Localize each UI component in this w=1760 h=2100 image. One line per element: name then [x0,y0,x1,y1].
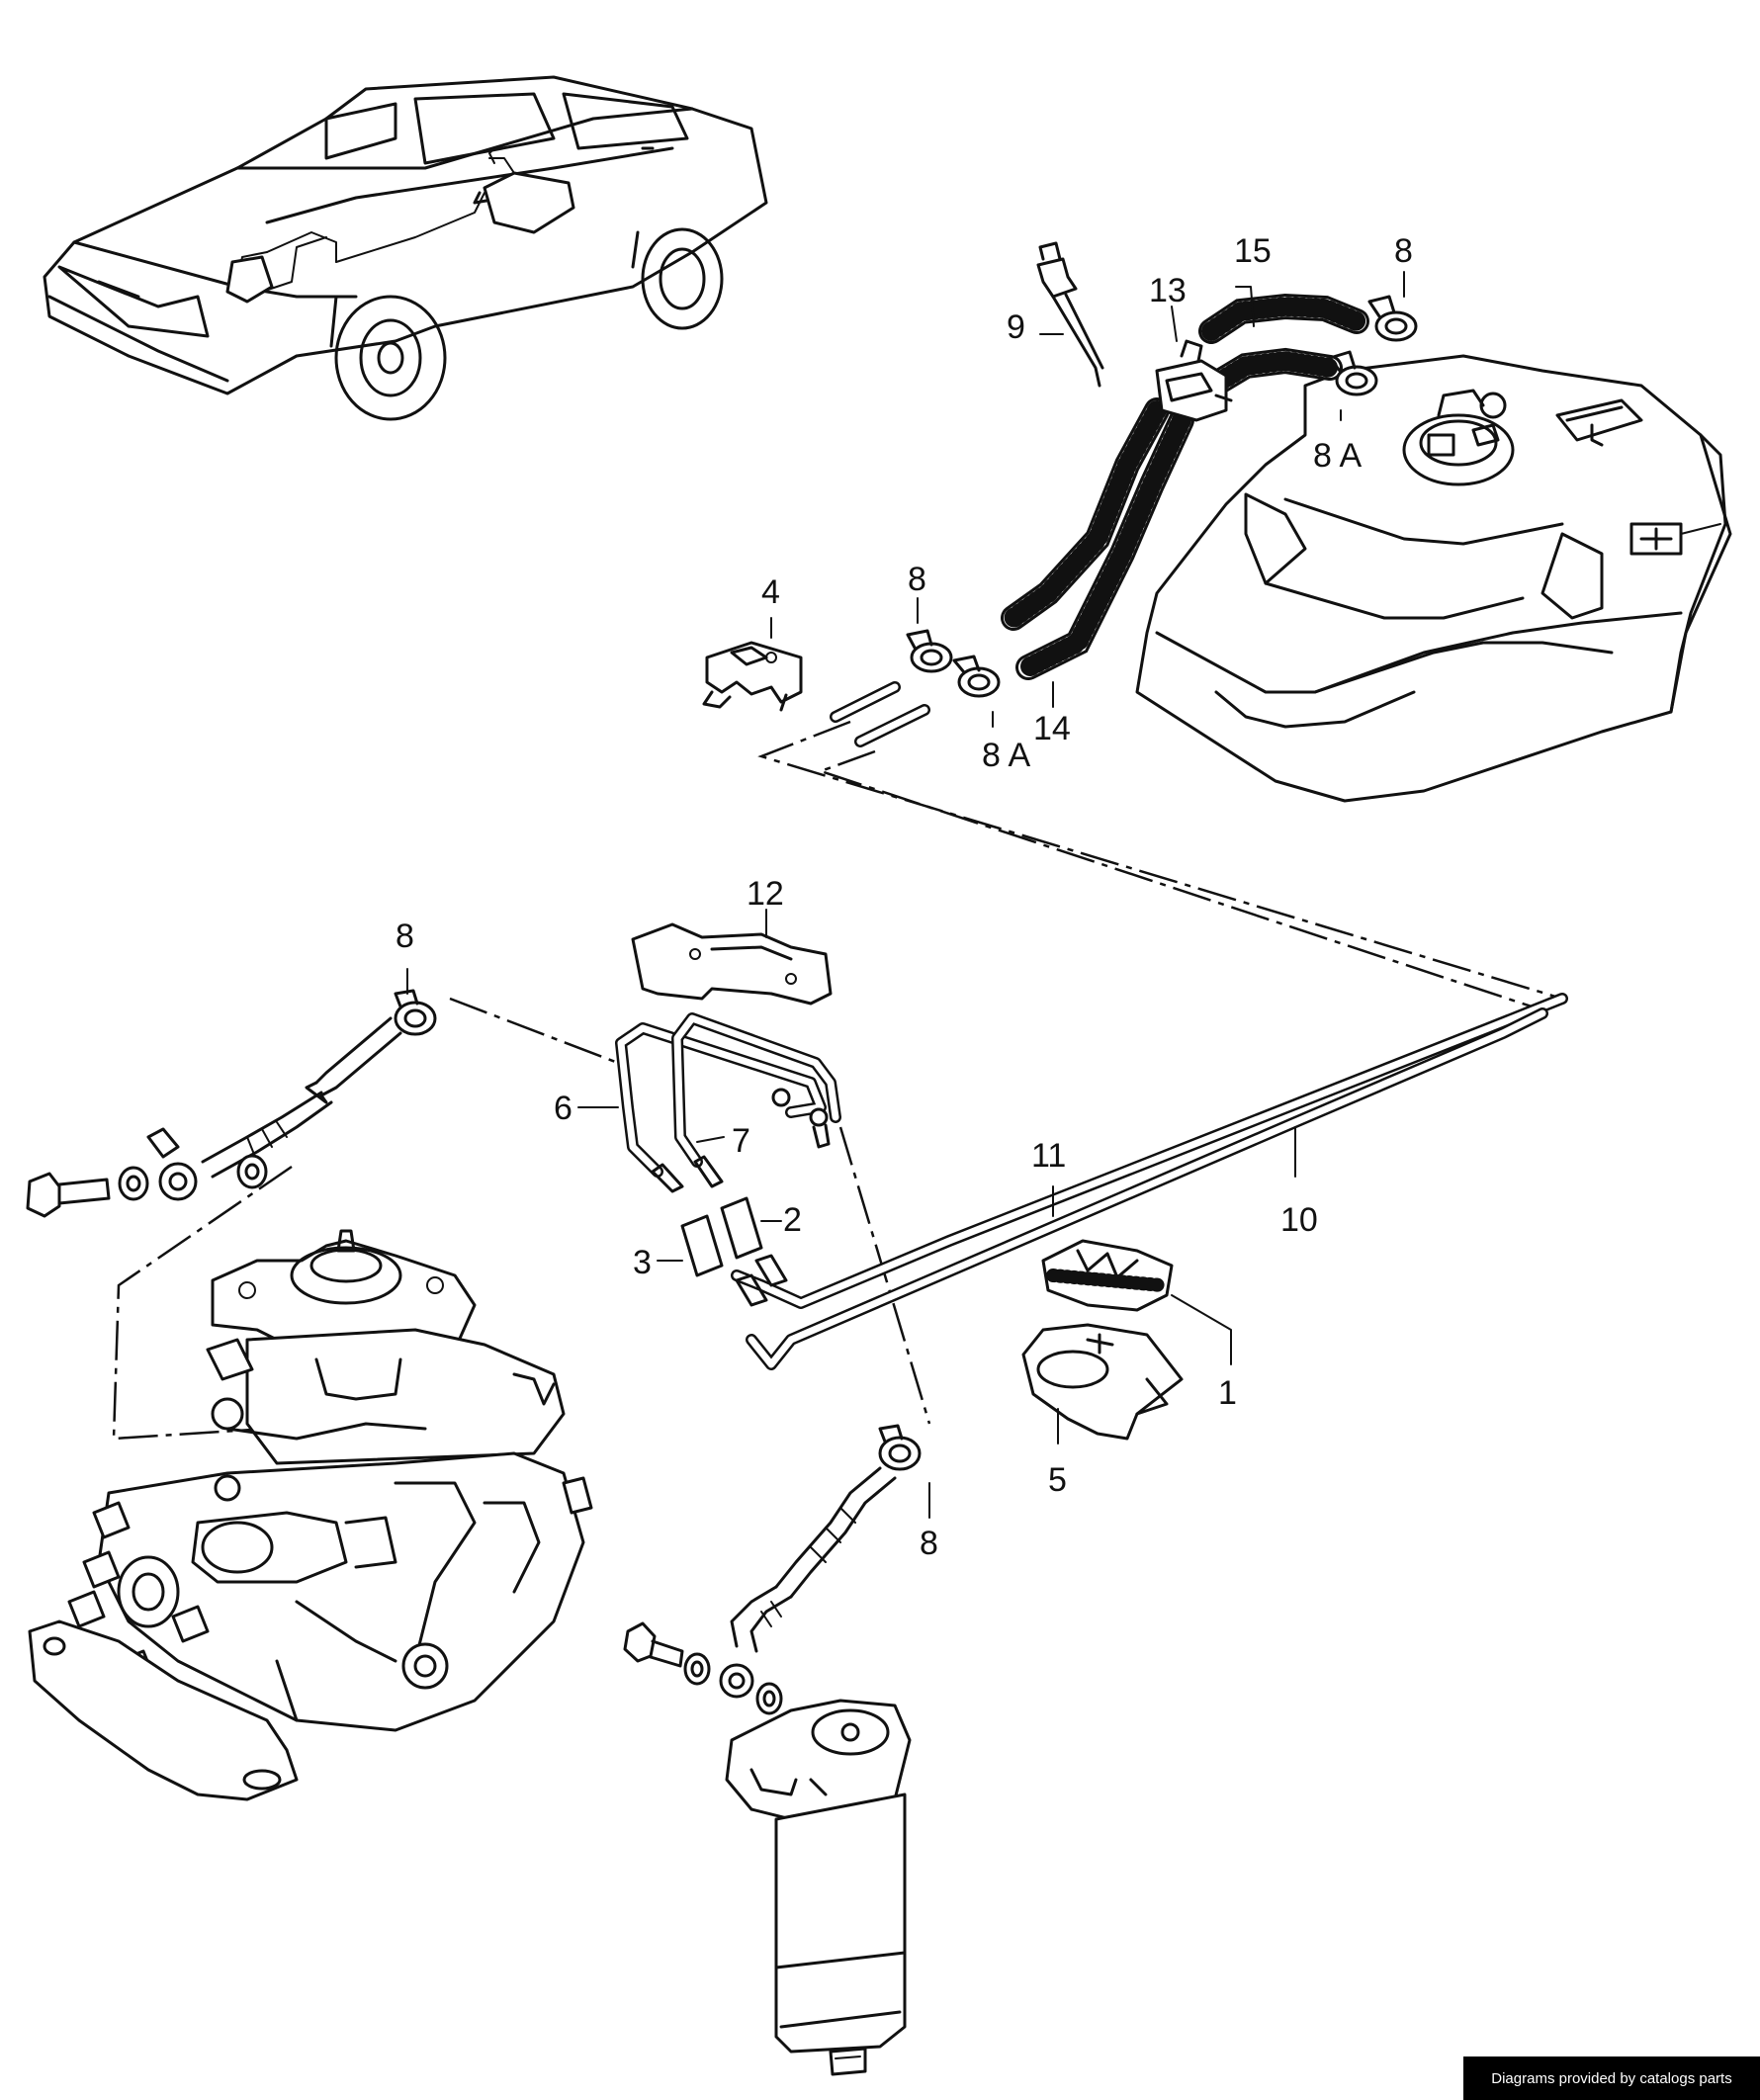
callout-8-left: 8 [396,918,414,955]
callout-8-tank-top: 8 [1394,232,1413,270]
callout-15: 15 [1234,232,1272,270]
callout-8-mid: 8 [908,561,926,598]
callout-8a-mid: 8 A [982,737,1030,774]
callout-7: 7 [732,1122,750,1160]
callout-12: 12 [747,875,784,913]
callout-10: 10 [1280,1201,1318,1239]
injection-pump [28,1229,593,1801]
fuel-tank [1135,354,1732,803]
callout-9: 9 [1007,308,1025,346]
callout-6: 6 [554,1090,572,1127]
callout-8-bottom: 8 [920,1525,938,1562]
pipe-holder-4 [702,641,930,747]
callout-8a-tank: 8 A [1313,437,1362,475]
pump-feed-hose [26,1016,402,1218]
fuel-filter [725,1699,912,2076]
callout-2: 2 [783,1201,802,1239]
callout-4: 4 [761,573,780,611]
tank-hoses [1001,241,1369,680]
holder-1-bracket-5 [1021,1239,1184,1441]
callout-11: 11 [1031,1137,1066,1175]
filter-feed-hose [623,1466,897,1715]
callout-5: 5 [1048,1461,1067,1499]
vehicle-overview [43,75,768,421]
pipes-6-7-cover-12 [615,922,841,1307]
callout-1: 1 [1218,1374,1237,1412]
callout-labels: 1 2 3 4 5 6 7 8 8 8 8 8 A 8 A 9 10 11 12… [396,232,1413,1562]
callout-3: 3 [633,1244,652,1281]
credit-text: Diagrams provided by catalogs parts [1491,2069,1732,2087]
callout-13: 13 [1149,272,1187,309]
leader-lines [406,271,1405,1519]
callout-14: 14 [1033,710,1071,747]
credit-banner: Diagrams provided by catalogs parts [1463,2056,1760,2100]
hose-clamps [394,295,1418,1471]
